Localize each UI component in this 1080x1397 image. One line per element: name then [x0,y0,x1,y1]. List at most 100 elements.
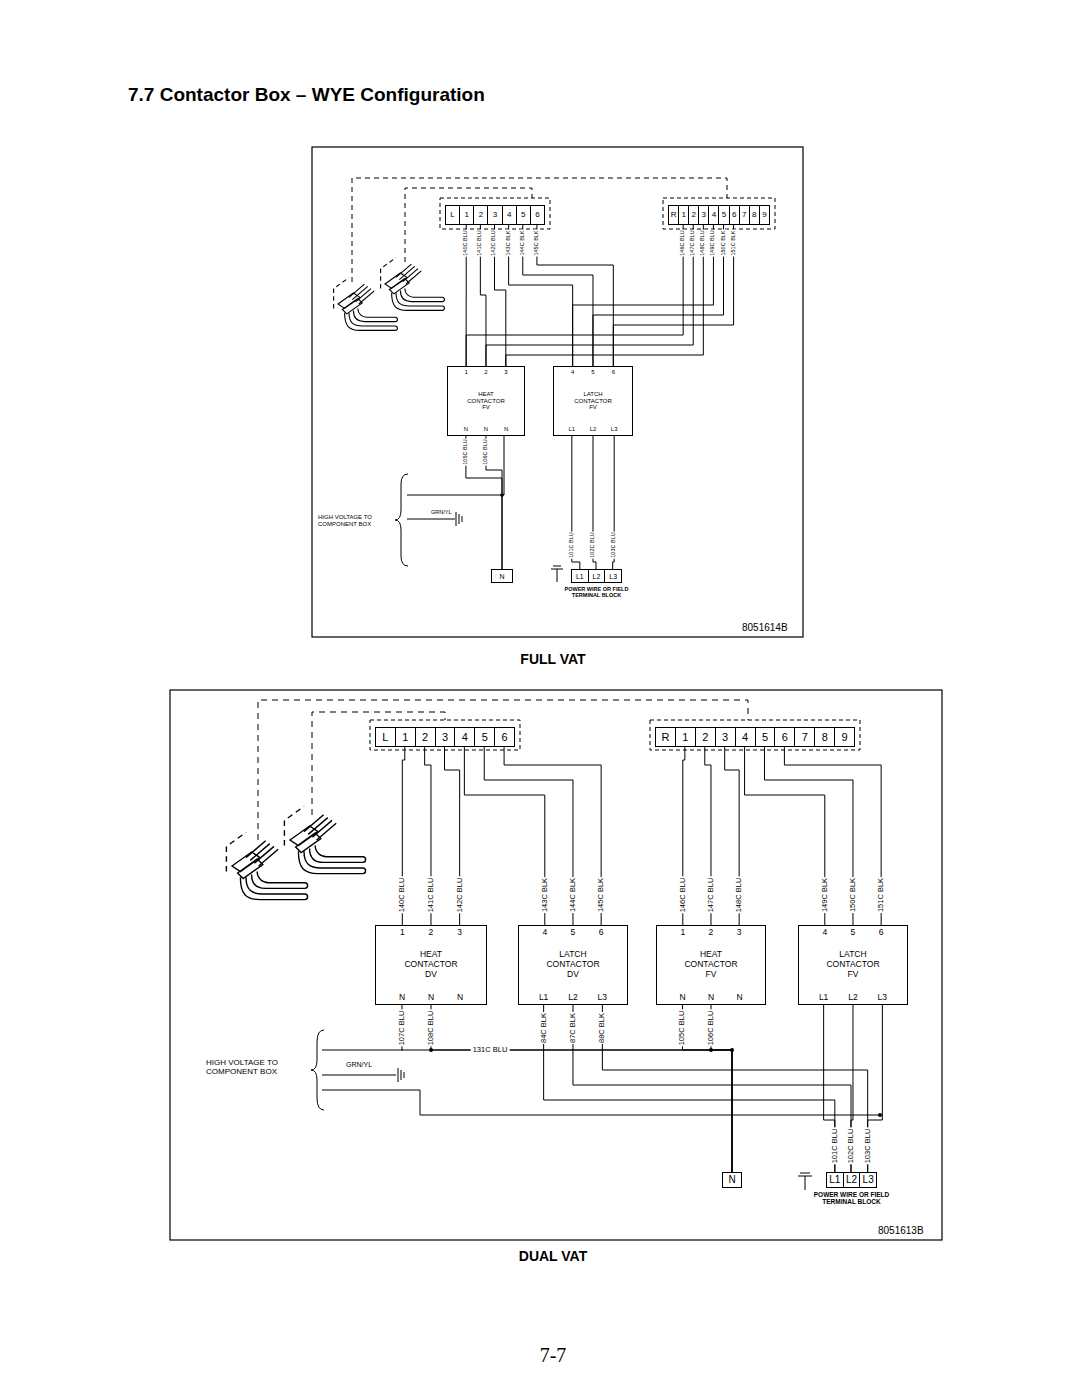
contactor-box: 456LATCH CONTACTOR FVL1L2L3 [553,366,633,436]
terminal-label: 3 [457,928,462,937]
wire-label: 106C BLU [483,438,489,465]
contactor-name: HEAT CONTACTOR FV [684,950,737,979]
diagram-caption: DUAL VAT [519,1248,587,1264]
contactor-box: 123HEAT CONTACTOR DVNNN [375,925,487,1005]
ground-symbol [456,512,462,526]
contactor-box: 123HEAT CONTACTOR FVNNN [447,366,525,436]
neutral-terminal: N [491,569,513,583]
terminal-label: 3 [435,728,455,746]
terminal-label: 2 [695,728,715,746]
wire-label: 147C BLU [707,877,715,914]
terminal-label: 1 [395,728,415,746]
terminal-label: 5 [755,728,775,746]
terminal-label: 1 [675,728,695,746]
wire-label: 145C BLK [597,877,605,913]
note-text: HIGH VOLTAGE TO COMPONENT BOX [318,514,384,528]
terminal-label: 2 [429,928,434,937]
terminal-outline [650,720,860,750]
wire-label: 146C BLU [680,229,686,256]
terminal-label: 3 [504,369,507,376]
wire-label: 150C BLK [721,229,727,256]
wire [407,436,504,495]
junction-dot [878,1113,882,1117]
terminal-label: 7 [794,728,814,746]
terminal-label: 5 [474,728,494,746]
terminal-label: 3 [715,728,735,746]
terminal-label: L3 [604,570,621,582]
terminal-label: L2 [848,993,857,1002]
drawing-number: 8051613B [878,1225,924,1237]
terminal-label: N [464,426,468,433]
wire [322,1050,403,1051]
terminal-label: 4 [822,928,827,937]
wire-label: 147C BLU [690,229,696,256]
terminal-label: N [679,993,685,1002]
terminal-label: 2 [473,206,487,224]
terminal-label: 1 [459,206,473,224]
dashed-lead [405,188,532,262]
terminal-label: L2 [590,426,597,433]
terminal-block: L123456 [445,205,545,225]
wire-label: 142C BLU [456,877,464,914]
terminal-label: 6 [530,206,544,224]
wire-label: 149C BLK [821,877,829,913]
wire-label: 140C BLU [463,229,469,256]
terminal-label: R [669,206,678,224]
terminal-label: N [723,1173,741,1187]
terminal-block: R123456789 [655,727,855,747]
terminal-label: 9 [834,728,854,746]
wire [464,747,544,925]
diagram-frame [312,147,803,637]
terminal-label: 4 [502,206,516,224]
wire-label: 143C BLK [506,229,512,256]
wire [466,436,502,569]
terminal-label: 6 [879,928,884,937]
terminal-label: 4 [542,928,547,937]
terminal-label: 3 [698,206,708,224]
wire-label: 143C BLK [541,877,549,913]
wire [573,1005,851,1172]
power-terminal-block: L1L2L3POWER WIRE OR FIELD TERMINAL BLOCK [826,1172,877,1188]
terminal-caption: POWER WIRE OR FIELD TERMINAL BLOCK [811,1191,893,1206]
terminal-label: 8 [814,728,834,746]
terminal-label: 5 [516,206,530,224]
wire-label: 142C BLU [492,229,498,256]
wire [506,225,704,366]
wire-label: 144C BLK [569,877,577,913]
terminal-label: 6 [494,728,514,746]
contactor-name: LATCH CONTACTOR DV [546,950,599,979]
wire-label: 101C BLU [569,531,575,558]
wire-label: 144C BLK [520,229,526,256]
wire [745,747,825,925]
terminal-label: L3 [859,1173,876,1187]
wire-label: 108C BLU [427,1010,435,1047]
wire [322,1090,880,1115]
terminal-label: L [376,728,395,746]
wire-label: 107C BLU [398,1010,406,1047]
heating-element [284,806,365,873]
wire-label: 101C BLU [831,1128,839,1165]
wire-label: 146C BLU [679,877,687,914]
terminal-label: L2 [588,570,605,582]
ground-symbol [398,1068,404,1082]
terminal-label: 7 [739,206,749,224]
terminal-label: N [504,426,508,433]
wire-label: 148C BLU [735,877,743,914]
contactor-name: LATCH CONTACTOR FV [574,391,611,412]
wire [402,1005,732,1172]
contactor-name: HEAT CONTACTOR FV [467,391,504,412]
terminal-label: 2 [415,728,435,746]
terminal-label: 3 [487,206,501,224]
wire-label: 106C BLU [707,1010,715,1047]
terminal-label: 3 [737,928,742,937]
ground-symbol [551,566,563,582]
wire-color: GRN/YL [346,1061,372,1069]
terminal-outline [440,198,550,229]
terminal-label: 4 [735,728,755,746]
wire [593,225,724,366]
wire [573,225,714,366]
wire-label: 105C BLU [463,438,469,465]
wire [613,225,733,366]
heating-element [381,258,445,311]
contactor-box: 123HEAT CONTACTOR FVNNN [656,925,766,1005]
